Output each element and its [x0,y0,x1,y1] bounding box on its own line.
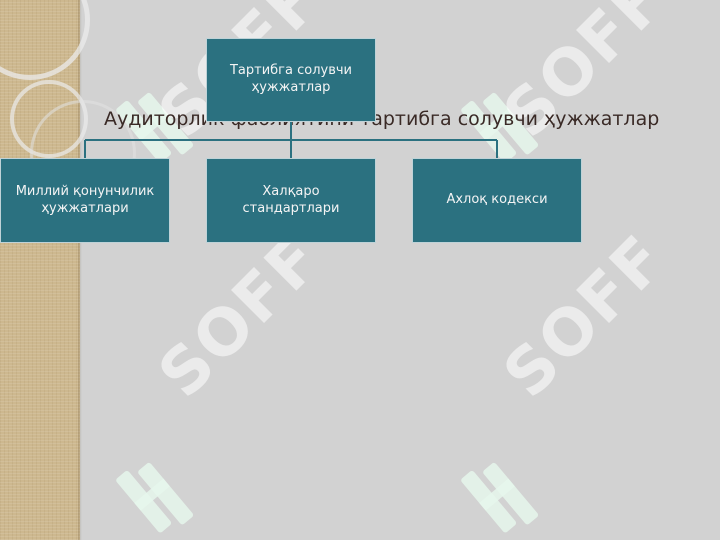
tree-connector [84,122,498,158]
child-node-ethics-code: Ахлоқ кодекси [412,158,582,243]
child-node-label: Миллий қонунчилик ҳужжатлари [15,183,155,216]
child-node-label: Ахлоқ кодекси [446,192,548,208]
child-node-national-legislation: Миллий қонунчилик ҳужжатлари [0,158,170,243]
child-node-international-standards: Халқаро стандартлари [206,158,376,243]
root-node-label: Тартибга солувчи ҳужжатлар [229,63,353,95]
child-node-label: Халқаро стандартлари [242,183,340,216]
root-node: Тартибга солувчи ҳужжатлар [206,38,376,122]
strip-edge-shadow [78,0,82,540]
